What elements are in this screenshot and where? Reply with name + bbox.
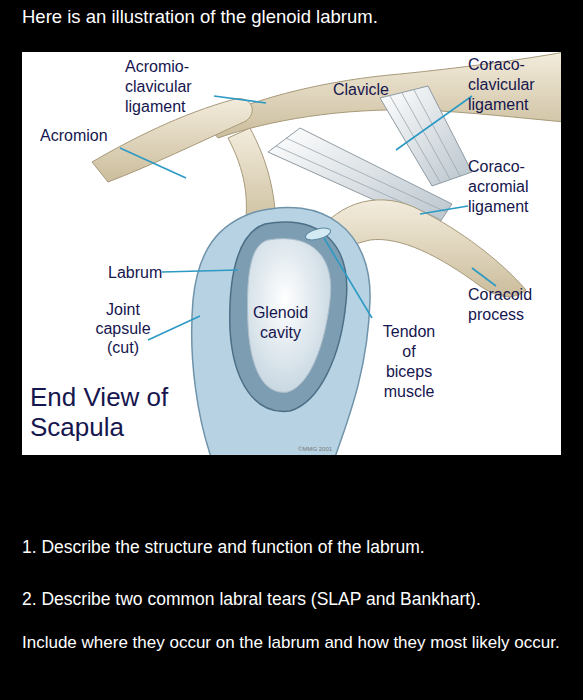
joint-capsule [192,207,370,455]
part-label: Tendon of biceps muscle [378,322,440,402]
coracoclavicular-ligament [380,86,472,186]
part-label: Labrum [108,263,162,283]
part-label: Glenoid cavity [243,303,318,343]
part-label: Joint capsule (cut) [88,300,158,357]
part-label: Acromion [40,126,108,146]
question-text: 1. Describe the structure and function o… [22,534,425,560]
part-label: Acromio- clavicular ligament [125,57,215,117]
leader-lines [120,96,496,340]
copyright-note: ©MMG 2001 [298,446,332,453]
ligament-fibres [390,90,460,182]
clavicle-bone [205,52,561,138]
biceps-tendon [304,226,332,242]
title: Here is an illustration of the glenoid l… [22,6,378,28]
question-text: Include where they occur on the labrum a… [22,629,577,657]
part-label: Coracoid process [468,285,556,325]
part-label: Clavicle [333,80,389,100]
question-text: 2. Describe two common labral tears (SLA… [22,586,481,612]
labrum-ring [230,222,347,411]
part-label: Coraco- acromial ligament [468,157,556,217]
view-heading: End View of Scapula [30,382,205,442]
part-label: Coraco- clavicular ligament [468,55,563,115]
